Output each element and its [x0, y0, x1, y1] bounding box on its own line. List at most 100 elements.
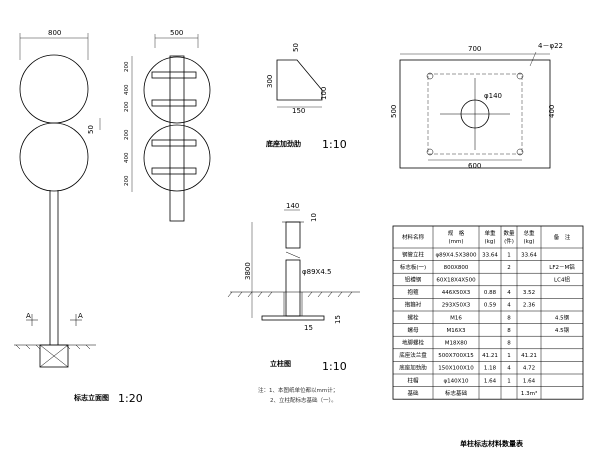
stiffener-dim-r: 100	[320, 87, 328, 100]
table-cell: 2	[507, 265, 511, 271]
sign-disc-lower	[19, 122, 89, 192]
table-header-cell: 数量	[503, 229, 515, 237]
post-pipe-label: φ89X4.5	[302, 268, 331, 276]
side-disc-upper	[143, 56, 211, 124]
table-cell: 标志基础	[445, 389, 468, 397]
plate-pipe-label: φ140	[484, 92, 502, 100]
side-dim-3: 200	[124, 101, 130, 112]
section-mark-right: A	[78, 312, 83, 320]
post-scale: 1:10	[322, 360, 347, 373]
post-title: 立柱图	[270, 359, 291, 368]
table-cell: 8	[507, 341, 511, 347]
side-view: 500 200 400 200 200 400 200	[124, 29, 211, 222]
base-plate-outer	[399, 59, 551, 169]
table-cell: M16X3	[446, 328, 466, 334]
post-base-plate	[261, 315, 325, 321]
table-cell: φ140X10	[444, 378, 469, 384]
table-caption: 单柱标志材料数量表	[460, 439, 524, 448]
table-header-cell: (kg)	[485, 239, 496, 245]
side-dim-4: 200	[124, 129, 130, 140]
table-cell: 铝槽钢	[405, 276, 422, 284]
plate-dim-h: 500	[390, 105, 398, 118]
table-cell: 底座法兰盘	[399, 351, 427, 359]
stiffener-dim-h: 300	[266, 75, 274, 88]
table-cell: φ89X4.5X3800	[436, 252, 477, 258]
post-dim-len: 3800	[244, 262, 252, 280]
note-line-2: 2、立柱配标志基础（一）。	[270, 396, 337, 404]
table-cell: 螺栓	[407, 313, 419, 321]
elevation-view: 800 50 A A 标志立面图 1:20	[14, 29, 143, 405]
table-cell: 0.59	[484, 303, 497, 309]
table-header-cell: 材料名称	[402, 233, 425, 241]
table-header-cell: (kg)	[524, 239, 535, 245]
post-dim-cap: 10	[310, 213, 318, 222]
base-plate-inner	[427, 73, 523, 155]
table-cell: 基础	[407, 389, 419, 397]
plate-dim-inner-w: 600	[468, 162, 481, 170]
table-cell: 钢管立柱	[402, 250, 425, 258]
table-cell: 螺母	[407, 326, 419, 334]
post-view: 140 10 φ89X4.5 3800 15 15 立柱图 1:10	[227, 202, 360, 373]
side-disc-lower	[143, 124, 211, 192]
plate-dim-w: 700	[468, 45, 481, 53]
table-cell: 33.64	[521, 252, 537, 258]
table-cell: 0.88	[484, 290, 497, 296]
table-cell: 1.3m³	[521, 390, 537, 397]
table-cell: 4	[507, 290, 511, 296]
table-cell: 1	[507, 378, 511, 384]
elevation-dim-gap: 50	[87, 125, 95, 134]
table-header-cell: 规 格	[448, 229, 465, 237]
side-dim-2: 400	[124, 84, 130, 95]
table-header-cell: 单重	[484, 229, 496, 237]
table-cell: 1.64	[523, 378, 536, 384]
table-cell: 底座加劲肋	[399, 364, 427, 372]
post-dim-top: 140	[286, 202, 299, 210]
table-header-cell: (件)	[504, 237, 514, 245]
table-cell: 500X700X15	[438, 353, 474, 359]
table-cell: 150X100X10	[438, 366, 474, 372]
foundation-block	[39, 344, 69, 368]
post-lower	[285, 259, 301, 317]
table-cell: 8	[507, 315, 511, 321]
sign-disc-upper	[19, 54, 89, 124]
elevation-title: 标志立面图	[73, 393, 109, 402]
side-pole	[169, 55, 185, 222]
table-cell: M18X80	[445, 341, 468, 347]
stiffener-scale: 1:10	[322, 138, 347, 151]
table-cell: 446X50X3	[442, 290, 471, 296]
post-upper	[285, 221, 301, 249]
table-cell: 4.72	[523, 366, 535, 372]
stiffener-view: 50 300 150 100 底座加劲肋 1:10	[266, 43, 347, 151]
stiffener-shape	[276, 59, 323, 101]
section-mark-left: A	[26, 312, 31, 320]
table-cell: 800X800	[444, 265, 469, 271]
side-dim-5: 400	[124, 152, 130, 163]
elevation-dim-width: 800	[48, 29, 61, 37]
stiffener-title: 底座加劲肋	[266, 139, 301, 148]
table-cell: 60X18X4X500	[436, 278, 476, 284]
table-cell: 地脚螺栓	[402, 339, 425, 347]
table-cell: 293X50X3	[442, 303, 471, 309]
base-plate-view: 700 4－φ22 φ140 500 400 600	[390, 42, 563, 170]
table-cell: 4.5钢	[555, 326, 570, 334]
table-cell: 8	[507, 328, 511, 334]
post-dim-bottom-side: 15	[334, 315, 342, 324]
table-cell: 3.52	[523, 290, 535, 296]
plate-hole-label: 4－φ22	[538, 42, 563, 50]
table-header-cell: (mm)	[448, 239, 463, 245]
note-line-1: 注：1、本图纸单位都以mm计；	[258, 386, 338, 394]
plate-dim-inner-h: 400	[548, 105, 556, 118]
table-cell: 4.5钢	[555, 313, 570, 321]
table-cell: 1.18	[484, 366, 497, 372]
table-header-cell: 备 注	[554, 233, 571, 241]
table-cell: 标志板(一)	[400, 263, 426, 271]
table-header-cell: 总重	[523, 229, 535, 237]
table-cell: 1	[507, 353, 511, 359]
table-cell: 41.21	[482, 353, 498, 359]
stiffener-dim-w: 150	[292, 107, 305, 115]
table-cell: 2.36	[523, 303, 536, 309]
table-cell: 柱帽	[407, 376, 419, 384]
post-dim-bottom: 15	[304, 324, 313, 332]
